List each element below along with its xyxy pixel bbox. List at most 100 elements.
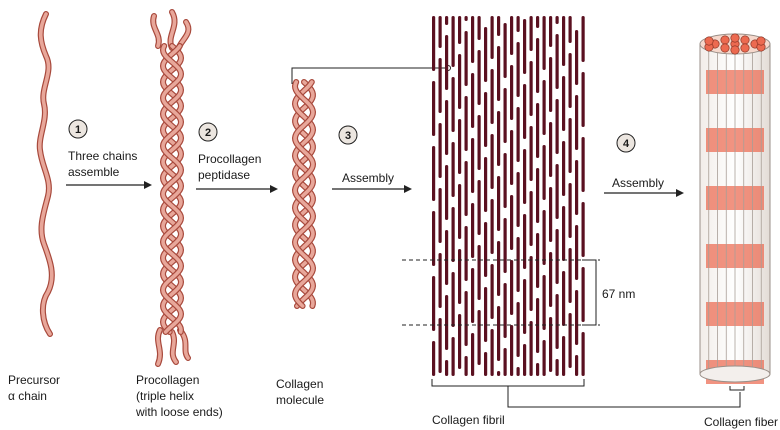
fibril-strand	[432, 276, 435, 331]
fibril-strand	[517, 107, 520, 162]
fibril-strand	[536, 38, 539, 93]
fibril-strand	[497, 176, 500, 231]
procollagen-label-line-3: with loose ends)	[135, 405, 223, 419]
step-4-number: 4	[623, 138, 630, 150]
fibril-strand	[569, 183, 572, 238]
fibril-strand	[465, 356, 468, 376]
fibril-cross-section	[757, 37, 765, 45]
fibril-strand	[478, 50, 481, 105]
fibril-strand	[543, 340, 546, 376]
precursor-label-line-1: Precursor	[8, 373, 60, 387]
fibril-strand	[575, 95, 578, 150]
fibril-strand	[452, 142, 455, 197]
fibril-strand	[575, 290, 578, 345]
fibril-strand	[432, 81, 435, 136]
step-3-label: Assembly	[342, 171, 394, 185]
fibril-strand	[549, 122, 552, 177]
procollagen-label-line-2: (triple helix	[136, 389, 194, 403]
fibril-strand	[484, 287, 487, 342]
fibril-to-fiber-connector	[508, 386, 740, 407]
fibril-strand	[543, 80, 546, 135]
fibril-strand	[530, 16, 533, 51]
fibril-strand	[439, 58, 442, 113]
fibril-strand	[556, 34, 559, 89]
fibril-strand	[445, 35, 448, 90]
fibril-strand	[523, 19, 526, 74]
fibril-strand	[439, 16, 442, 48]
fibril-strand	[445, 16, 448, 25]
fibril-cross-section	[731, 34, 739, 42]
fibril-strand	[478, 115, 481, 170]
fibril-strand	[530, 61, 533, 116]
fibril-strand	[523, 214, 526, 269]
fibril-strand	[445, 165, 448, 220]
collagen-molecule-label-line-1: Collagen	[276, 377, 323, 391]
fibril-strand	[504, 153, 507, 208]
step-1-label-line-2: assemble	[68, 165, 120, 179]
fibril-strand	[458, 16, 461, 44]
step-arrow-1	[66, 181, 152, 189]
fibril-strand	[556, 359, 559, 376]
fibril-strand	[517, 237, 520, 292]
fibril-strand	[478, 180, 481, 235]
fibril-strand	[523, 149, 526, 204]
fibril-strand	[484, 27, 487, 82]
fibril-cross-section	[721, 36, 729, 44]
fibril-strand	[452, 207, 455, 262]
step-arrow-3	[332, 185, 412, 193]
fibril-cross-section	[741, 36, 749, 44]
fibril-strand	[497, 16, 500, 36]
fibril-strand	[458, 314, 461, 369]
fibril-strand	[536, 363, 539, 376]
fibril-strand	[458, 119, 461, 174]
fibril-strand	[471, 73, 474, 128]
fibril-strand	[569, 118, 572, 173]
fibril-strand	[452, 77, 455, 132]
fibril-strand	[484, 157, 487, 212]
step-2-label-line-1: Procollagen	[198, 152, 261, 166]
fibril-strand	[432, 211, 435, 266]
fibril-strand	[452, 16, 455, 67]
fibril-strand	[510, 65, 513, 120]
fibril-strand	[536, 168, 539, 223]
fibril-strand	[582, 202, 585, 257]
fibril-strand	[445, 100, 448, 155]
fibril-strand	[582, 332, 585, 376]
fibril-strand	[582, 137, 585, 192]
fiber-bracket	[730, 386, 744, 390]
fibril-strand	[491, 16, 494, 59]
step-1-circle: 1	[69, 120, 87, 138]
fibril-strand	[517, 302, 520, 357]
fibril-strand	[432, 146, 435, 201]
step-1-label-line-1: Three chains	[68, 149, 137, 163]
fibril-strand	[556, 294, 559, 349]
fibril-strand	[523, 84, 526, 139]
fibril-strand	[569, 248, 572, 303]
fibril-strand	[458, 249, 461, 304]
collagen-fiber-label: Collagen fiber	[704, 415, 778, 429]
fibril-strand	[517, 16, 520, 32]
fibril-strand	[465, 16, 468, 21]
fibril-strand	[543, 210, 546, 265]
procollagen-triple-helix	[153, 12, 188, 364]
fibril-strand	[445, 230, 448, 285]
fibril-strand	[562, 141, 565, 196]
fibril-strand	[510, 195, 513, 250]
fibril-strand	[530, 191, 533, 246]
fibril-strand	[582, 267, 585, 322]
fibril-strand	[543, 275, 546, 330]
fibril-cross-section	[731, 46, 739, 54]
fibril-strand	[465, 161, 468, 216]
step-arrow-2	[196, 185, 278, 193]
molecule-to-fibril-connector	[292, 66, 451, 85]
step-2-number: 2	[205, 127, 211, 139]
precursor-label-line-2: α chain	[8, 389, 47, 403]
fibril-strand	[510, 260, 513, 315]
fibril-strand	[497, 306, 500, 361]
fibril-strand	[575, 160, 578, 215]
fibril-strand	[484, 352, 487, 376]
fibril-strand	[536, 16, 539, 28]
fibril-strand	[549, 187, 552, 242]
